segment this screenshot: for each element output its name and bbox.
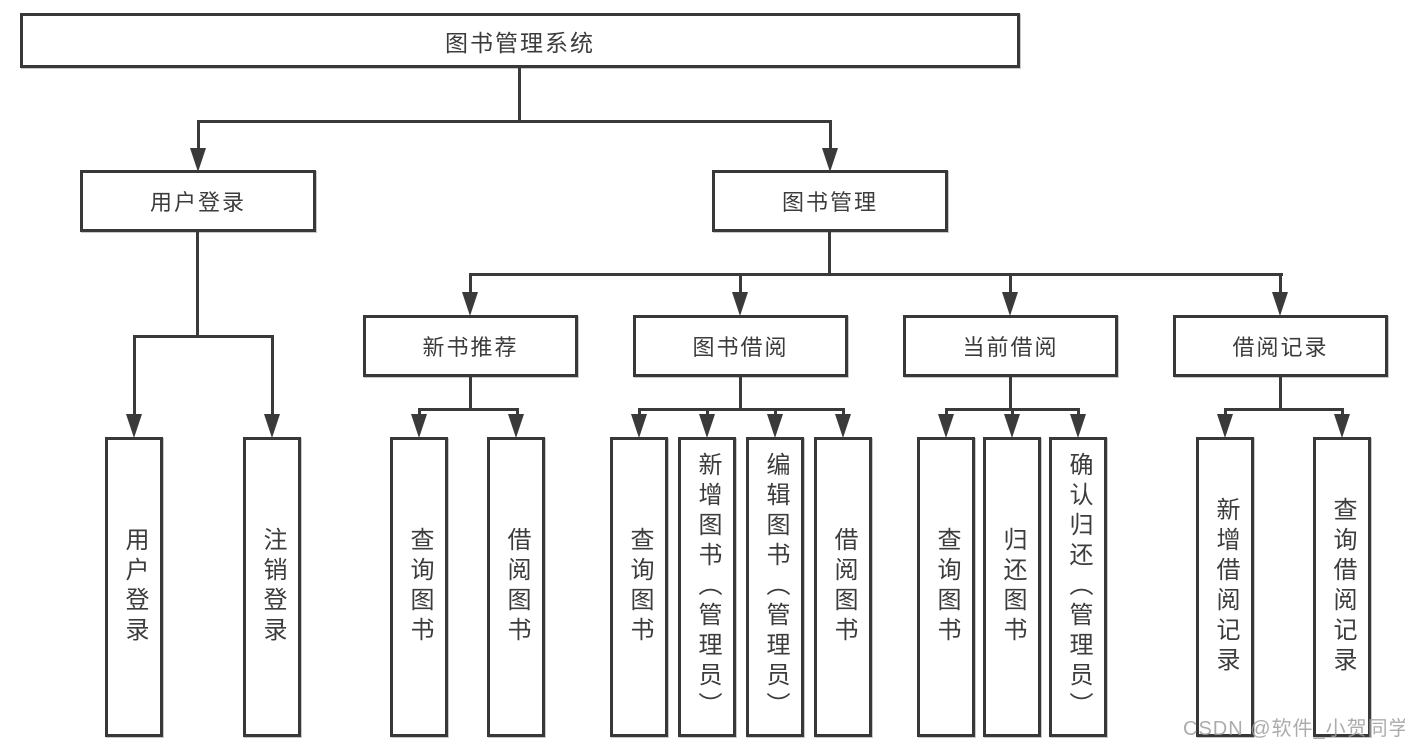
connector-bookborrow-stem <box>739 377 742 408</box>
connector-branch-line <box>1009 273 1012 293</box>
leaf-user-login: 用户登录 <box>105 437 163 737</box>
connector-leaf-line <box>133 335 136 416</box>
arrow-down-icon <box>1002 292 1018 316</box>
node-user-login: 用户登录 <box>80 170 316 232</box>
connector-recommend-stem <box>469 377 472 408</box>
arrow-down-icon <box>126 414 142 438</box>
connector-leaf-line <box>1341 408 1344 416</box>
connector-records-rail <box>1224 408 1344 411</box>
connector-to-book-mgmt <box>829 120 832 150</box>
leaf-add-books-admin: 新增图书（管理员） <box>678 437 736 737</box>
leaf-return-books: 归还图书 <box>983 437 1041 737</box>
arrow-down-icon <box>1334 414 1350 438</box>
node-borrow-records: 借阅记录 <box>1173 315 1388 377</box>
leaf-borrow-books: 借阅图书 <box>814 437 872 737</box>
leaf-query-books-recommend: 查询图书 <box>390 437 448 737</box>
node-new-book-recommend: 新书推荐 <box>363 315 578 377</box>
arrow-down-icon <box>631 414 647 438</box>
connector-leaf-line <box>842 408 845 416</box>
leaf-edit-books-admin: 编辑图书（管理员） <box>746 437 804 737</box>
arrow-down-icon <box>1217 414 1233 438</box>
connector-leaf-line <box>706 408 709 416</box>
arrow-down-icon <box>1272 292 1288 316</box>
leaf-logout: 注销登录 <box>243 437 301 737</box>
connector-records-stem <box>1279 377 1282 408</box>
connector-leaf-line <box>1011 408 1014 416</box>
connector-currentborrow-stem <box>1009 377 1012 408</box>
connector-to-user-login <box>197 120 200 150</box>
arrow-down-icon <box>411 414 427 438</box>
arrow-down-icon <box>462 292 478 316</box>
arrow-down-icon <box>1070 414 1086 438</box>
leaf-query-books-current: 查询图书 <box>917 437 975 737</box>
arrow-down-icon <box>835 414 851 438</box>
leaf-add-borrow-record: 新增借阅记录 <box>1196 437 1254 737</box>
arrow-down-icon <box>508 414 524 438</box>
connector-leaf-line <box>945 408 948 416</box>
connector-leaf-line <box>638 408 641 416</box>
node-book-management: 图书管理 <box>712 170 948 232</box>
connector-userlogin-rail <box>133 335 274 338</box>
connector-leaf-line <box>418 408 421 416</box>
arrow-down-icon <box>699 414 715 438</box>
arrow-down-icon <box>822 148 838 172</box>
leaf-query-books-borrow: 查询图书 <box>610 437 668 737</box>
connector-branch-line <box>1279 273 1282 293</box>
connector-leaf-line <box>1224 408 1227 416</box>
leaf-confirm-return-admin: 确认归还（管理员） <box>1049 437 1107 737</box>
connector-bookmgmt-stem <box>828 232 831 273</box>
arrow-down-icon <box>190 148 206 172</box>
arrow-down-icon <box>767 414 783 438</box>
connector-leaf-line <box>516 408 519 416</box>
connector-leaf-line <box>774 408 777 416</box>
connector-branch-line <box>739 273 742 293</box>
arrow-down-icon <box>1004 414 1020 438</box>
connector-recommend-rail <box>418 408 519 411</box>
connector-bookborrow-rail <box>638 408 845 411</box>
connector-branch-line <box>469 273 472 293</box>
node-book-borrow: 图书借阅 <box>633 315 848 377</box>
arrow-down-icon <box>938 414 954 438</box>
csdn-watermark: CSDN @软件_小贺同学 <box>1183 718 1405 740</box>
node-root: 图书管理系统 <box>20 13 1020 68</box>
connector-root-stem <box>518 68 521 120</box>
arrow-down-icon <box>732 292 748 316</box>
node-current-borrow: 当前借阅 <box>903 315 1118 377</box>
leaf-borrow-books-recommend: 借阅图书 <box>487 437 545 737</box>
connector-leaf-line <box>1077 408 1080 416</box>
connector-bookmgmt-rail <box>469 273 1283 276</box>
connector-userlogin-stem <box>196 232 199 335</box>
leaf-query-borrow-record: 查询借阅记录 <box>1313 437 1371 737</box>
connector-root-rail <box>197 120 831 123</box>
arrow-down-icon <box>264 414 280 438</box>
connector-leaf-line <box>271 335 274 416</box>
